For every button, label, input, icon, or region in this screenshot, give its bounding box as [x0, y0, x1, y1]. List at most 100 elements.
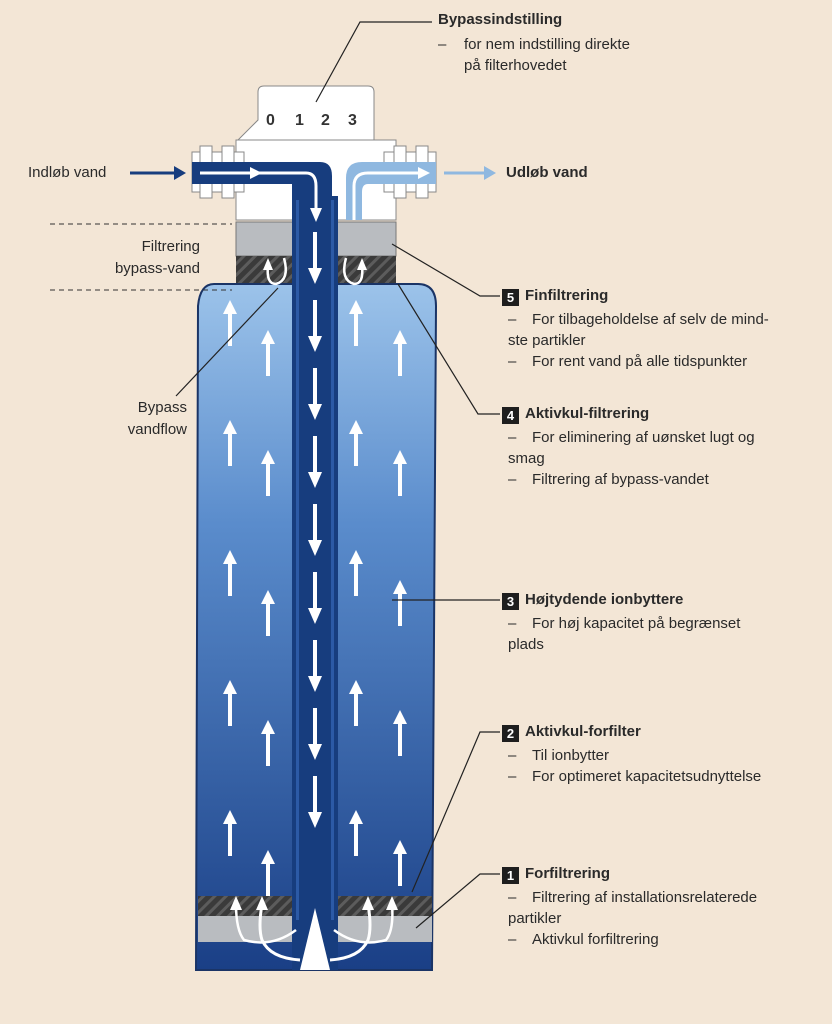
upflow-arrow — [349, 680, 363, 726]
leader-bypass-flow — [175, 287, 279, 397]
downflow-arrow — [308, 368, 322, 420]
stage-5-item-text: For rent vand på alle tidspunkter — [532, 353, 748, 370]
outlet-label: Udløb vand — [506, 164, 588, 181]
leader-stage-1 — [415, 873, 500, 929]
bypass-dial-0: 0 — [266, 112, 275, 129]
leader-bypass-setting — [315, 21, 432, 103]
stage-5-item-text: ste partikler — [508, 332, 586, 349]
upflow-arrow — [223, 680, 237, 726]
downflow-arrow — [308, 504, 322, 556]
downflow-arrow — [308, 776, 322, 828]
stage-2-title: Aktivkul-forfilter — [525, 723, 641, 740]
upflow-arrow — [261, 330, 275, 376]
upflow-arrow — [223, 300, 237, 346]
outlet-arrow — [444, 166, 496, 180]
downflow-arrow — [308, 232, 322, 284]
leader-stage-4 — [397, 283, 500, 415]
filtering-bypass-label-2: bypass-vand — [114, 260, 200, 277]
stage-1-number: 1 — [502, 867, 519, 884]
upflow-arrow — [393, 710, 407, 756]
upflow-arrow — [261, 850, 275, 896]
upflow-arrow — [393, 840, 407, 886]
stage-1-item-text: Filtrering af installationsrelaterede — [532, 889, 758, 906]
upflow-arrow — [393, 330, 407, 376]
inlet-label: Indløb vand — [28, 164, 107, 181]
stage-3-number: 3 — [502, 593, 519, 610]
downflow-arrow — [308, 300, 322, 352]
stage-1-heading: 1 Forfiltrering — [502, 865, 610, 884]
stage-5-title: Finfiltrering — [525, 287, 609, 304]
leader-stage-5 — [391, 243, 500, 297]
stage-4-item-dash: – — [508, 429, 517, 446]
bypass-setting-line1: for nem indstilling direkte — [464, 36, 630, 53]
leader-stage-2 — [411, 731, 500, 893]
downflow-arrows — [308, 232, 322, 828]
upflow-arrow — [261, 590, 275, 636]
stage-1-item-dash: – — [508, 889, 517, 906]
bypass-setting-title: Bypassindstilling — [438, 11, 563, 28]
outlet-flow-arrow — [352, 171, 420, 220]
stage-2-item-text: Til ionbytter — [532, 747, 609, 764]
stage-4-heading: 4 Aktivkul-filtrering — [502, 405, 649, 424]
filtering-bypass-label-1: Filtrering — [141, 238, 200, 255]
stage-3-item-text: plads — [508, 636, 544, 653]
outlet-channel — [346, 162, 436, 220]
stage-1-item-text: partikler — [508, 910, 562, 927]
stage-4-title: Aktivkul-filtrering — [525, 405, 650, 422]
stage-4-item-text: smag — [508, 450, 545, 467]
bypass-setting-line2: på filterhovedet — [464, 57, 567, 74]
bypass-dial-1: 1 — [295, 112, 304, 129]
stage-3-item-dash: – — [508, 615, 517, 632]
bypass-flow-right — [343, 257, 364, 286]
stage-1-item-dash: – — [508, 931, 517, 948]
stage-3-title: Højtydende ionbyttere — [525, 591, 684, 608]
upflow-arrow — [261, 720, 275, 766]
stage-2-item-dash: – — [508, 747, 517, 764]
bottom-flow-left — [258, 903, 301, 962]
bottom-flow-right — [329, 903, 372, 962]
stage-2-item-dash: – — [508, 768, 517, 785]
filter-head — [236, 85, 375, 141]
stage-4-item-text: Filtrering af bypass-vandet — [532, 471, 709, 488]
downflow-arrow — [308, 436, 322, 488]
stage-3-heading: 3 Højtydende ionbyttere — [502, 591, 683, 610]
upflow-arrow — [349, 300, 363, 346]
stage-5-item-text: For tilbageholdelse af selv de mind- — [532, 311, 769, 328]
stage-1-item-text: Aktivkul forfiltrering — [532, 931, 659, 948]
stage-5-item-dash: – — [508, 353, 517, 370]
bypass-flow-left — [266, 257, 287, 286]
stage-5-heading: 5 Finfiltrering — [502, 287, 608, 306]
upflow-arrow — [223, 550, 237, 596]
bypass-setting-desc: – for nem indstilling direkte på filterh… — [438, 36, 630, 74]
upflow-arrow — [223, 810, 237, 856]
upflow-arrow — [349, 550, 363, 596]
bypass-flow-label-1: Bypass — [137, 399, 187, 416]
stage-5-number: 5 — [502, 289, 519, 306]
stage-4-item-dash: – — [508, 471, 517, 488]
stage-2-heading: 2 Aktivkul-forfilter — [502, 723, 641, 742]
stage-3-item-text: For høj kapacitet på begrænset — [532, 615, 741, 632]
bypass-dial-2: 2 — [321, 112, 330, 129]
stage-2-item-text: For optimeret kapacitetsudnyttelse — [532, 768, 762, 785]
stage-1-title: Forfiltrering — [525, 865, 610, 882]
upflow-arrow — [349, 420, 363, 466]
downflow-arrow — [308, 572, 322, 624]
upflow-arrow — [223, 420, 237, 466]
stage-4-item-text: For eliminering af uønsket lugt og — [532, 429, 755, 446]
downflow-arrow — [308, 708, 322, 760]
bypass-flow-label-2: vandflow — [127, 421, 187, 438]
stage-4-number: 4 — [502, 407, 519, 424]
stage-2-number: 2 — [502, 725, 519, 742]
inlet-flow-arrow — [200, 171, 318, 214]
upflow-arrow — [261, 450, 275, 496]
inlet-arrow — [130, 166, 186, 180]
upflow-arrow — [393, 450, 407, 496]
upflow-arrow — [349, 810, 363, 856]
upflow-arrow — [393, 580, 407, 626]
downflow-arrow — [308, 640, 322, 692]
stage-5-item-dash: – — [508, 311, 517, 328]
bottom-cone — [300, 908, 330, 970]
bypass-dial-3: 3 — [348, 112, 357, 129]
upflow-arrows — [223, 300, 407, 896]
